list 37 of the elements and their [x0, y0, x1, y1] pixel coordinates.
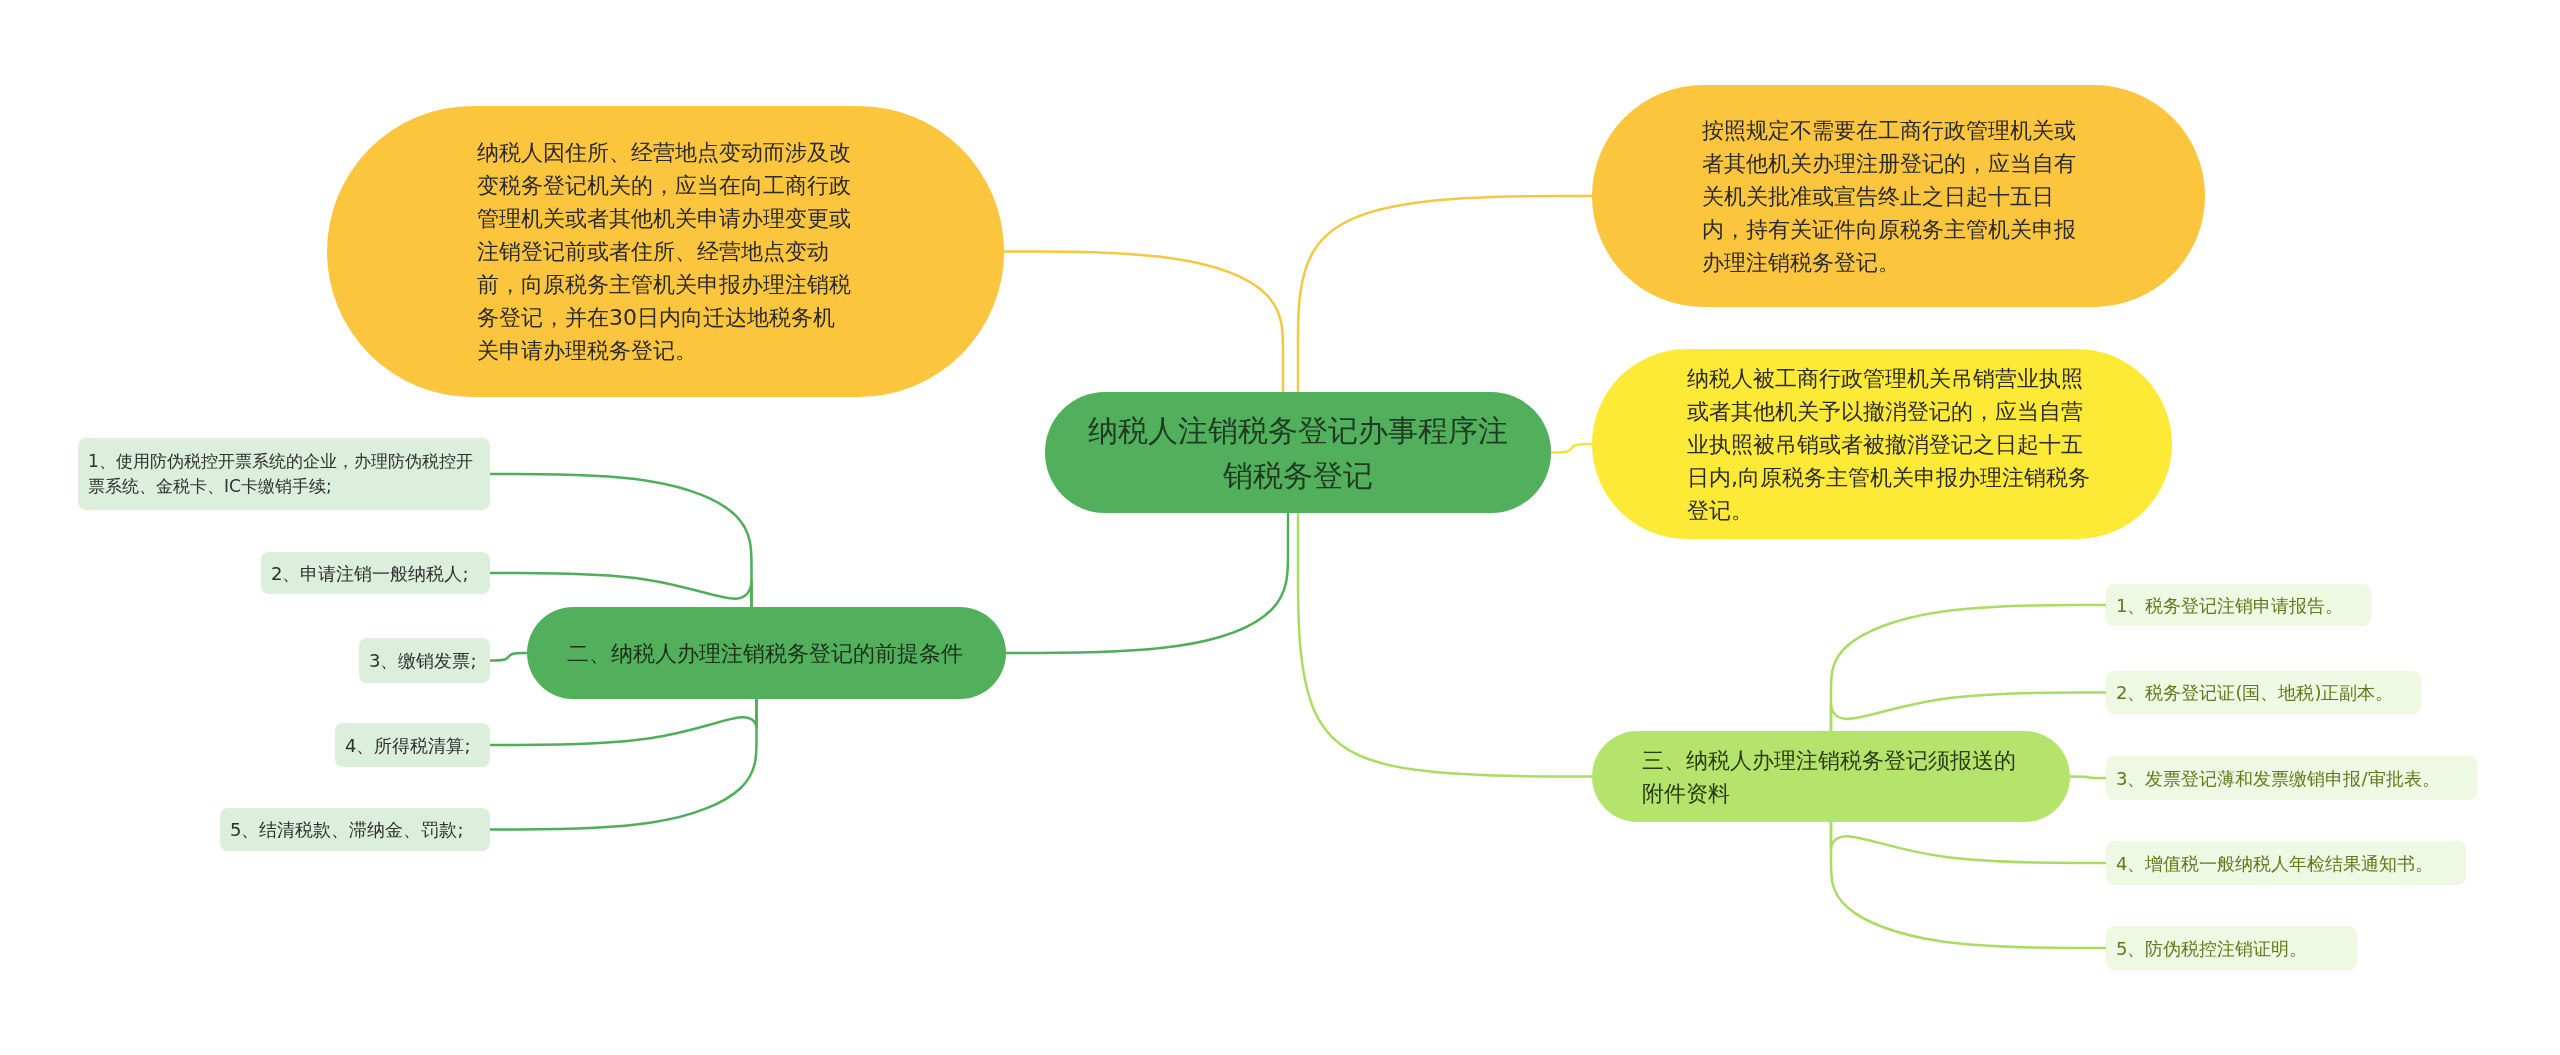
topic-text: 4、所得税清算;: [345, 733, 472, 758]
subtopic-box: [2106, 584, 2371, 626]
connector-line: [2070, 775, 2106, 780]
connector-line: [1006, 513, 1290, 655]
topic-text: 纳税人被工商行政管理机关吊销营业执照或者其他机关予以撤消登记的，应当自营业执照被吊销或者被撤消登记之日起十五日内,向原税务主管机关申报办理注销税务登记。: [1687, 364, 2091, 525]
connector-line: [1296, 513, 1592, 778]
topic-text: 二、纳税人办理注销税务登记的前提条件: [567, 639, 964, 668]
subtopic-box: [2106, 671, 2421, 714]
connector-line: [1004, 250, 1285, 392]
subtopic-box: [220, 808, 490, 851]
topic-text: 5、防伪税控注销证明。: [2116, 936, 2309, 961]
topic-text: 5、结清税款、滞纳金、罚款;: [230, 818, 465, 842]
topic-text: 纳税人注销税务登记办事程序注销税务登记: [1087, 411, 1509, 495]
subtopic-box: [359, 638, 490, 683]
connector-line: [1296, 194, 1592, 392]
connector-line: [490, 651, 527, 662]
topic-text: 2、申请注销一般纳税人;: [271, 561, 470, 586]
topic-text: 1、税务登记注销申请报告。: [2116, 593, 2345, 618]
subtopic-box: [2106, 756, 2477, 800]
subtopic-box: [335, 723, 490, 767]
topic-text: 4、增值税一般纳税人年检结果通知书。: [2116, 851, 2435, 876]
subtopic-box: [2106, 926, 2357, 970]
connector-line: [1829, 691, 2106, 731]
subtopic-box: [78, 438, 490, 510]
subtopic-box: [261, 552, 490, 594]
topic-text: 3、发票登记薄和发票缴销申报/审批表。: [2116, 766, 2441, 791]
connector-line: [1829, 822, 2106, 950]
subtopic-box: [2106, 841, 2466, 885]
topic-text: 2、税务登记证(国、地税)正副本。: [2116, 681, 2395, 705]
topic-text: 三、纳税人办理注销税务登记须报送的附件资料: [1642, 746, 2017, 808]
connector-line: [1551, 442, 1592, 454]
topic-text: 3、缴销发票;: [369, 649, 478, 673]
topic-text: 按照规定不需要在工商行政管理机关或者其他机关办理注册登记的，应当自有关机关批准或宣告终止之日起十五日内，持有关证件向原税务主管机关申报办理注销税务登记。: [1702, 116, 2077, 277]
topic-text: 纳税人因住所、经营地点变动而涉及改变税务登记机关的，应当在向工商行政管理机关或者其他机关申请办理变更或注销登记前或者住所、经营地点变动前，向原税务主管机关申报办理注销税务登记，并在30日内向迁达地税务机关申请办理税务登记。: [477, 139, 852, 365]
connector-line: [490, 699, 758, 831]
connector-line: [490, 571, 753, 607]
topic-text: 1、使用防伪税控开票系统的企业，办理防伪税控开票系统、金税卡、IC卡缴销手续;: [88, 449, 474, 498]
